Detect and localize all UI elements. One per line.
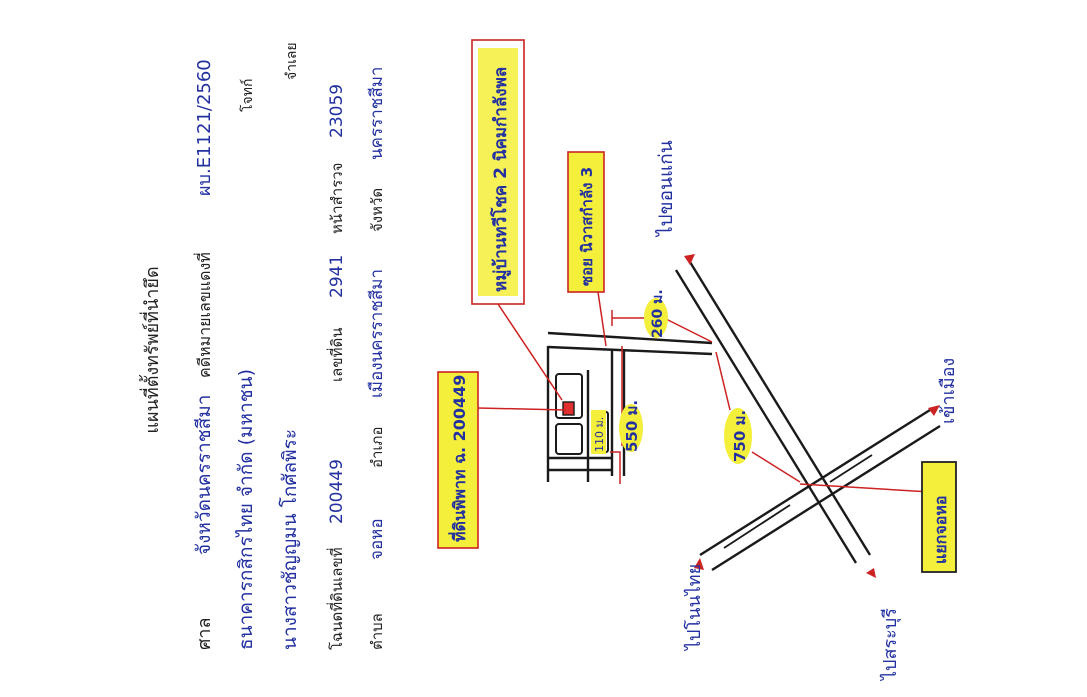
lot-block-1: [555, 373, 583, 419]
district-label: อำเภอ: [368, 427, 386, 468]
access-road-edge-2: [547, 345, 713, 356]
dist-750-bg: [724, 408, 752, 464]
dist-260: 260 ม.: [650, 289, 666, 338]
property-box-frame: [437, 371, 479, 549]
leader-lines: [477, 291, 931, 493]
intersection-label: แยกจอหอ: [931, 495, 950, 564]
highway-a-edge-1: [688, 261, 872, 556]
to-khonkaen-label: ไปขอนแก่น: [655, 140, 677, 238]
highway-b-edge-2: [711, 424, 941, 572]
dist-750: 750 ม.: [731, 410, 749, 462]
access-road-edge-1: [547, 331, 713, 345]
village-label-box: หมู่บ้านทวีโชค 2 นิคมกำลังพล: [471, 39, 525, 305]
land-no-value: 2941: [327, 255, 347, 298]
property-label: ที่ดินพิพาท ฉ. 200449: [448, 375, 469, 542]
leader-intersection: [799, 483, 931, 493]
leader-750-a: [715, 351, 731, 411]
map-title: แผนที่ตั้งทรัพย์ที่นำยึด: [139, 266, 163, 433]
leader-550: [610, 451, 621, 484]
province-value: นครราชสีมา: [367, 67, 387, 160]
direction-arrows: [684, 254, 940, 578]
highway-a-edge-2: [674, 269, 858, 564]
defendant-value: นางสาวชัญญมน โกศัลพิระ: [278, 429, 301, 650]
deed-label: โฉนดที่ดินเลขที่: [326, 547, 346, 650]
soi-box-frame: [567, 151, 605, 293]
to-phimai-label: ไปโนนไทย: [683, 564, 705, 652]
dist-110: 110 ม.: [593, 417, 606, 452]
arrow-city: [928, 405, 940, 416]
dist-550: 550 ม.: [623, 400, 641, 452]
arrow-phimai: [694, 558, 704, 570]
case-no-label: คดีหมายเลขแดงที่: [193, 252, 214, 378]
to-saraburi-label: ไปสระบุรี: [879, 608, 901, 682]
leader-750-b: [751, 451, 801, 483]
village-highlight: [478, 48, 518, 296]
soi-label-box: ซอย นิวาสกำลัง 3: [567, 151, 605, 293]
arrow-saraburi: [866, 568, 876, 578]
case-info-block: ศาล จังหวัดนครราชสีมา คดีหมายเลขแดงที่ ผ…: [193, 42, 387, 650]
subdistrict-value: จอหอ: [367, 518, 387, 560]
highway-b-service-2: [723, 504, 791, 549]
leader-soi: [597, 291, 607, 347]
subdistrict-label: ตำบล: [368, 613, 386, 650]
province-label: จังหวัด: [368, 188, 386, 232]
village-label: หมู่บ้านทวีโชค 2 นิคมกำลังพล: [490, 67, 512, 292]
lot-block-2: [555, 423, 583, 455]
dist-550-bg: [619, 404, 643, 452]
leader-260: [612, 317, 713, 343]
highway-b-service-1: [829, 454, 873, 483]
court-label: ศาล: [194, 617, 215, 650]
property-marker: [562, 401, 575, 416]
survey-label: หน้าสำรวจ: [328, 163, 346, 234]
survey-value: 23059: [327, 84, 347, 138]
plaintiff-label: โจทก์: [239, 79, 256, 112]
defendant-label: จำเลย: [284, 42, 300, 80]
intersection-box-frame: [921, 461, 957, 573]
deed-value: 200449: [327, 459, 347, 524]
arrow-khonkaen: [684, 254, 695, 265]
district-value: เมืองนครราชสีมา: [367, 269, 387, 398]
case-no-value: ผบ.E1121/2560: [194, 59, 215, 196]
to-city-label: เข้าเมือง: [938, 358, 959, 424]
dist-260-bg: [644, 298, 668, 338]
soi-label: ซอย นิวาสกำลัง 3: [578, 167, 596, 286]
land-no-label: เลขที่ดิน: [326, 328, 346, 382]
leader-village: [497, 303, 563, 401]
plaintiff-value: ธนาคารกสิกรไทย จำกัด (มหาชน): [235, 369, 257, 650]
intersection-label-box: แยกจอหอ: [921, 461, 957, 573]
property-label-box: ที่ดินพิพาท ฉ. 200449: [437, 371, 479, 549]
distance-labels: 110 ม. 550 ม. 260 ม. 750 ม.: [591, 289, 752, 464]
roads: [546, 261, 941, 572]
highway-b-edge-1: [699, 408, 931, 557]
court-value: จังหวัดนครราชสีมา: [193, 395, 215, 555]
leader-property: [477, 407, 567, 411]
dist-110-bg: [591, 410, 606, 454]
